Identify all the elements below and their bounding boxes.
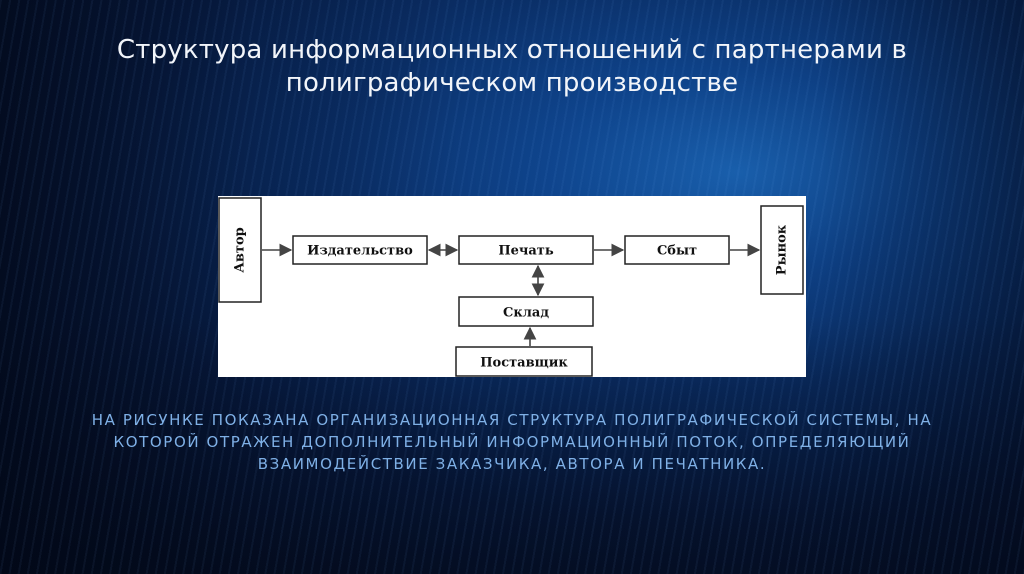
node-supplier-label: Поставщик <box>480 356 568 371</box>
node-print: Печать <box>458 235 594 265</box>
node-publisher-label: Издательство <box>307 244 413 259</box>
node-supplier: Поставщик <box>455 346 593 377</box>
node-market: Рынок <box>760 205 804 295</box>
node-warehouse: Склад <box>458 296 594 327</box>
node-market-label: Рынок <box>775 224 790 275</box>
diagram-figure: Автор Издательство Печать Сбыт Рынок Скл… <box>218 196 806 377</box>
node-publisher: Издательство <box>292 235 428 265</box>
node-print-label: Печать <box>498 244 554 259</box>
node-warehouse-label: Склад <box>503 306 549 321</box>
diagram-svg: Автор Издательство Печать Сбыт Рынок Скл… <box>218 197 804 377</box>
slide-title: Структура информационных отношений с пар… <box>116 35 908 98</box>
slide-caption: На рисунке показана организационная стру… <box>91 411 933 473</box>
node-author: Автор <box>218 197 262 303</box>
node-author-label: Автор <box>233 227 248 272</box>
node-sales-label: Сбыт <box>657 244 697 259</box>
node-sales: Сбыт <box>624 235 730 265</box>
